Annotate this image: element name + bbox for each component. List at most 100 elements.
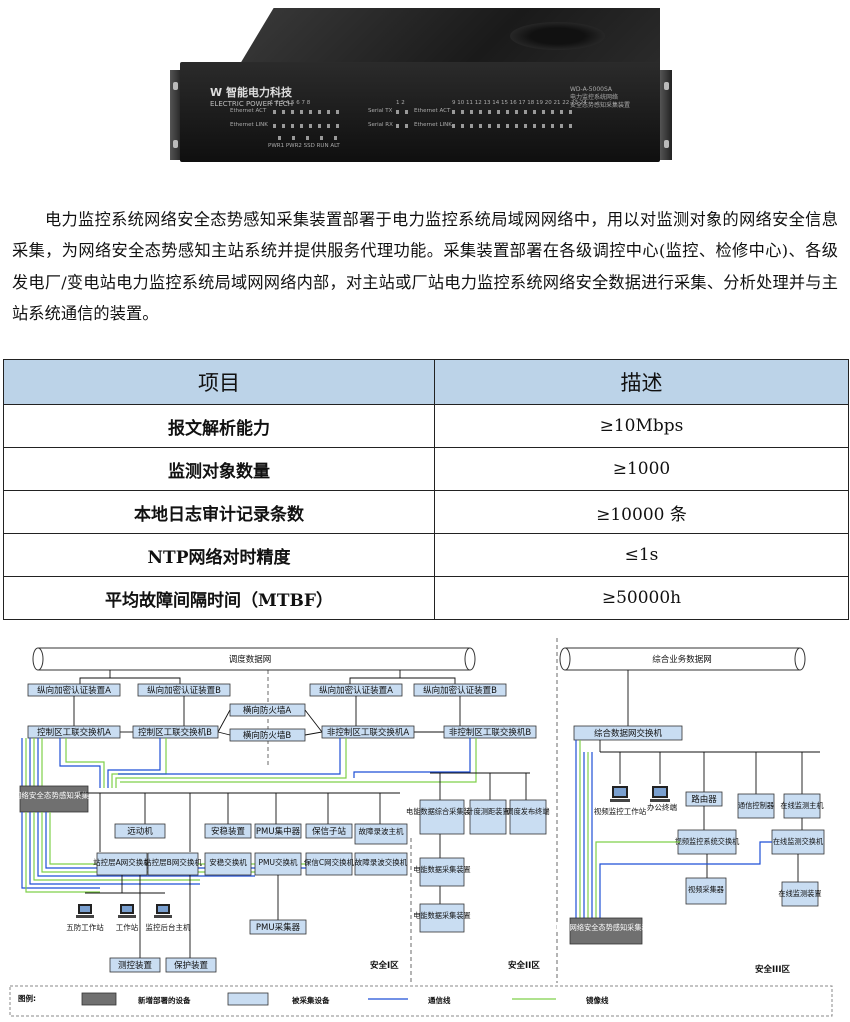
comprehensive-switch-label: 综合数据网交换机 xyxy=(594,728,663,739)
pmu-collector-label: PMU采集器 xyxy=(256,922,301,933)
table-row: 监测对象数量 ≥1000 xyxy=(3,447,849,491)
legend-title: 图例: xyxy=(18,993,36,1003)
sensor-zone-3 xyxy=(569,917,643,945)
workstation-monitor xyxy=(154,904,172,918)
legend-mirror-label: 镜像线 xyxy=(586,995,609,1005)
nonctrl-switch-b-label: 非控制区工联交换机B xyxy=(449,727,532,738)
pmu-collector xyxy=(249,919,307,935)
zone-2-label: 安全II区 xyxy=(508,960,540,971)
pmu-switch-label: PMU交换机 xyxy=(259,857,298,867)
nonctrl-switch-a-label: 非控制区工联交换机A xyxy=(327,727,410,738)
video-ws-label: 视频监控工作站 xyxy=(594,806,647,816)
online-monitor-switch xyxy=(771,829,825,855)
device-brand: W 智能电力科技 ELECTRIC POWER TECH xyxy=(210,84,293,108)
legend-collected-swatch xyxy=(227,992,269,1006)
station-switch-b xyxy=(147,852,199,876)
video-workstation-icon xyxy=(610,786,630,802)
energy-collector-3-label: 电能数据采集装置 xyxy=(413,911,471,920)
measure-device xyxy=(109,957,161,973)
sensor-zone-1-label: I区网络安全态势感知采集装置 xyxy=(4,790,104,800)
network-topology-diagram: .bx { fill:#c9ddf2; stroke:#333; stroke-… xyxy=(4,638,833,1017)
online-monitor-switch-label: 在线监测交换机 xyxy=(773,837,824,846)
workstation-5prevent xyxy=(76,904,94,918)
row-item: NTP网络对时精度 xyxy=(3,533,435,577)
tariff-device xyxy=(469,799,507,835)
device-model-text: WD-A-5000SA xyxy=(570,86,613,93)
sensor-zone-1 xyxy=(19,785,89,813)
led-label-status: PWR1 PWR2 SSD RUN ALT xyxy=(268,143,340,149)
nonctrl-switch-a xyxy=(321,725,415,739)
auth-device-b-1-label: 纵向加密认证装置B xyxy=(147,685,221,696)
rack-ear-left xyxy=(170,70,182,160)
row-item: 本地日志审计记录条数 xyxy=(3,490,435,534)
firewall-b-label: 横向防火墙B xyxy=(243,730,292,741)
video-collector xyxy=(685,877,727,905)
tariff-device-label: 计度测距装置 xyxy=(466,807,509,816)
ctrl-switch-b xyxy=(132,725,219,739)
video-system-switch-label: 视频监控系统交换机 xyxy=(675,837,741,846)
station-switch-b-label: 站控层B网交换机 xyxy=(144,857,202,867)
table-row: 平均故障间隔时间（MTBF） ≥50000h xyxy=(3,576,849,620)
workstation xyxy=(118,904,136,918)
energy-collector-2-label: 电能数据采集装置 xyxy=(413,865,471,874)
rack-ear-right xyxy=(660,70,672,160)
nonctrl-switch-b xyxy=(443,725,537,739)
comm-controller xyxy=(737,793,775,819)
dispatch-net-label: 调度数据网 xyxy=(229,654,272,665)
led-label-eth-act: Ethernet ACT xyxy=(230,108,267,114)
stability-device xyxy=(204,823,252,839)
table-row: 本地日志审计记录条数 ≥10000 条 xyxy=(3,490,849,534)
measure-device-label: 测控装置 xyxy=(118,960,153,971)
auth-device-a-2-label: 纵向加密认证装置A xyxy=(319,685,393,696)
comm-controller-label: 通信控制器 xyxy=(738,801,774,810)
protection-substation xyxy=(305,823,353,839)
device-model-line1: 电力监控系统网络 xyxy=(570,94,619,101)
stability-switch-label: 安稳交换机 xyxy=(209,857,247,867)
protect-device xyxy=(165,957,217,973)
office-terminal-icon xyxy=(650,786,670,802)
row-desc: ≥1000 xyxy=(434,447,849,491)
device-vent xyxy=(510,22,605,50)
ws-label: 工作站 xyxy=(116,922,139,932)
table-row: NTP网络对时精度 ≤1s xyxy=(3,533,849,577)
office-label: 办公终端 xyxy=(647,802,677,812)
dispatch-publish-terminal-label: 调度发布终端 xyxy=(506,807,549,816)
auth-device-a-1-label: 纵向加密认证装置A xyxy=(37,685,111,696)
energy-collector-main xyxy=(419,799,465,835)
online-monitor-device xyxy=(781,881,819,907)
pmu-concentrator-label: PMU集中器 xyxy=(256,826,301,837)
remote-unit xyxy=(114,823,166,839)
led-numbers-left: 1 2 3 4 5 6 7 8 xyxy=(270,100,311,106)
ctrl-switch-a-label: 控制区工联交换机A xyxy=(37,727,111,738)
spec-table: 项目 描述 报文解析能力 ≥10Mbps 监测对象数量 ≥1000 本地日志审计… xyxy=(3,359,849,620)
table-row: 报文解析能力 ≥10Mbps xyxy=(3,404,849,448)
led-numbers-serial: 1 2 xyxy=(396,100,405,106)
legend-collected-label: 被采集设备 xyxy=(292,995,330,1005)
ws-monitor-label: 监控后台主机 xyxy=(146,922,191,932)
video-system-switch xyxy=(677,829,737,855)
led-label-eth-act-2: Ethernet ACT xyxy=(414,108,451,114)
intro-paragraph: 电力监控系统网络安全态势感知采集装置部署于电力监控系统局域网网络中，用以对监测对… xyxy=(12,210,838,323)
ctrl-switch-a xyxy=(27,725,121,739)
device-photo: W 智能电力科技 ELECTRIC POWER TECH WD-A-5000SA… xyxy=(170,0,680,190)
protection-substation-label: 保信子站 xyxy=(312,826,347,837)
remote-unit-label: 远动机 xyxy=(127,826,153,837)
device-brand-text: W 智能电力科技 xyxy=(210,86,292,99)
led-label-serial-rx: Serial RX xyxy=(368,122,393,128)
legend-new-swatch xyxy=(81,992,117,1006)
ws-5prevent-label: 五防工作站 xyxy=(66,922,104,932)
led-label-serial-tx: Serial TX xyxy=(368,108,393,114)
fault-recorder-host xyxy=(354,823,408,845)
device-model: WD-A-5000SA 电力监控系统网络 安全态势感知采集装置 xyxy=(570,86,630,110)
device-model-line2: 安全态势感知采集装置 xyxy=(570,102,631,109)
station-switch-a-label: 站控层A网交换机 xyxy=(93,857,151,867)
protection-switch xyxy=(305,852,353,876)
row-desc: ≤1s xyxy=(434,533,849,577)
auth-device-b-2-label: 纵向加密认证装置B xyxy=(423,685,497,696)
device-brand-sub: ELECTRIC POWER TECH xyxy=(210,100,293,108)
video-collector-label: 视频采集器 xyxy=(688,885,724,894)
pmu-concentrator xyxy=(254,823,302,839)
stability-device-label: 安稳装置 xyxy=(211,826,246,837)
online-monitor-host-label: 在线监测主机 xyxy=(780,801,824,810)
energy-collector-3 xyxy=(419,903,465,933)
